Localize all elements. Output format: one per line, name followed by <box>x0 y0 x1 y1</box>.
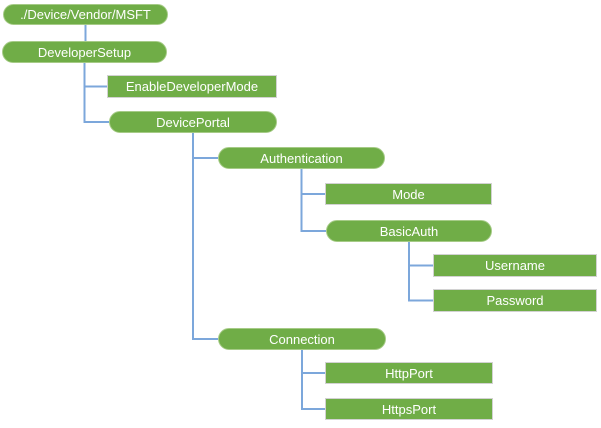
node-label: DeveloperSetup <box>37 44 132 60</box>
node-label: Mode <box>392 186 425 202</box>
node-device-portal: DevicePortal <box>109 111 277 133</box>
node-label: Username <box>485 258 545 273</box>
node-label: EnableDeveloperMode <box>125 79 259 94</box>
node-username: Username <box>433 254 597 277</box>
node-developer-setup: DeveloperSetup <box>2 41 167 63</box>
edge-authentication-to-basic-auth <box>300 169 326 232</box>
edge-basic-auth-to-username <box>408 242 433 267</box>
edge-developer-setup-to-enable-developer-mode <box>83 63 107 88</box>
edge-connection-to-http-port <box>301 350 325 374</box>
edge-developer-setup-to-device-portal <box>83 63 109 123</box>
node-label: Connection <box>269 331 335 347</box>
node-label: HttpPort <box>385 365 433 381</box>
node-basic-auth: BasicAuth <box>326 220 492 242</box>
node-label: HttpsPort <box>381 401 437 417</box>
node-https-port: HttpsPort <box>325 398 493 420</box>
edge-authentication-to-mode <box>300 169 325 195</box>
edge-connection-to-https-port <box>301 350 325 410</box>
node-device-vendor-msft: ./Device/Vendor/MSFT <box>3 4 168 25</box>
node-label: DevicePortal <box>156 114 230 130</box>
node-enable-developer-mode: EnableDeveloperMode <box>107 75 277 98</box>
edge-basic-auth-to-password <box>408 242 433 302</box>
node-label: Authentication <box>260 150 343 166</box>
node-label: Password <box>486 293 544 308</box>
node-authentication: Authentication <box>218 147 385 169</box>
node-label: ./Device/Vendor/MSFT <box>20 7 151 22</box>
node-password: Password <box>433 289 597 312</box>
node-http-port: HttpPort <box>325 362 493 384</box>
edge-device-portal-to-connection <box>192 133 218 340</box>
edge-device-portal-to-authentication <box>192 133 218 159</box>
node-connection: Connection <box>218 328 386 350</box>
node-mode: Mode <box>325 183 492 205</box>
node-label: BasicAuth <box>379 223 439 239</box>
